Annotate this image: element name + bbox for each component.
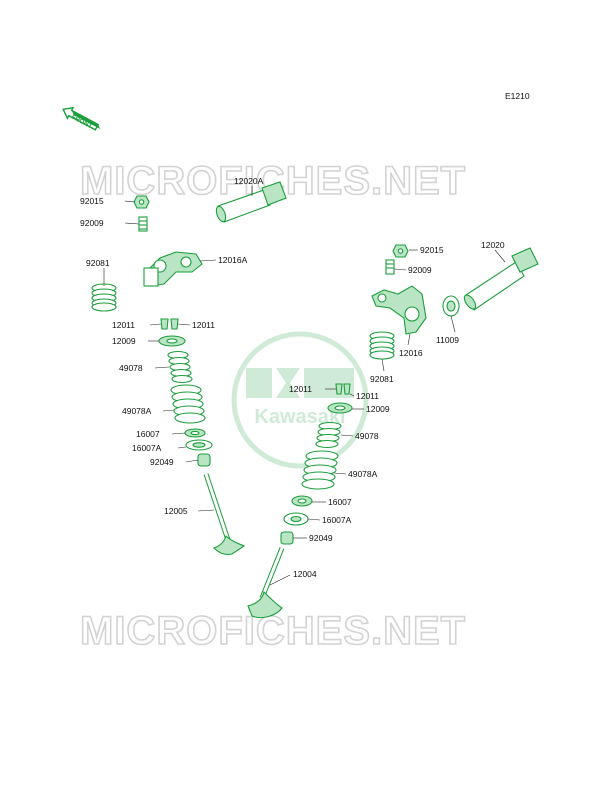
part-16007A-left-washer	[185, 439, 213, 451]
label-12011-left-a: 12011	[112, 320, 135, 330]
part-12011-right-keepers	[335, 383, 351, 395]
part-49078A-left-outer-spring	[170, 384, 206, 424]
part-92015-right-nut	[392, 244, 409, 258]
label-16007A-right: 16007A	[322, 515, 352, 525]
part-49078A-right-outer-spring	[301, 450, 339, 490]
label-12009-right: 12009	[366, 404, 390, 414]
label-92081-right: 92081	[370, 374, 394, 384]
part-92049-left-seal	[197, 453, 211, 467]
part-12009-right-retainer	[327, 402, 353, 414]
label-16007A-left: 16007A	[132, 443, 162, 453]
part-12016A-rocker-arm	[143, 251, 203, 287]
part-92081-left-spring	[91, 283, 117, 312]
part-92081-right-spring	[369, 331, 395, 360]
part-labels: 92015 92009 12020A 92081 12016A 12011 12…	[80, 176, 505, 579]
part-12020-rocker-shaft	[463, 247, 539, 311]
watermark-bottom: MICROFICHES.NET	[80, 609, 466, 653]
label-11009: 11009	[436, 335, 459, 345]
part-12009-left-retainer	[158, 335, 186, 347]
part-92009-right-screw	[385, 259, 395, 275]
part-12016-rocker-arm	[371, 285, 427, 335]
label-49078-left: 49078	[119, 363, 143, 373]
label-12011-right-b: 12011	[356, 391, 379, 401]
label-92081-left: 92081	[86, 258, 110, 268]
logo-text: Kawasaki	[254, 406, 345, 428]
label-12005: 12005	[164, 506, 188, 516]
diagram-code: E1210	[505, 91, 530, 101]
part-16007A-right-washer	[283, 512, 309, 526]
label-49078-right: 49078	[355, 431, 379, 441]
label-92049-right: 92049	[309, 533, 333, 543]
part-12004-valve	[247, 547, 285, 619]
label-49078A-right: 49078A	[348, 469, 378, 479]
label-12009-left: 12009	[112, 336, 136, 346]
label-12011-right-a: 12011	[289, 384, 312, 394]
part-12011-left-keepers	[160, 318, 179, 330]
part-16007-left-seat	[184, 428, 206, 438]
label-12020: 12020	[481, 240, 505, 250]
label-92015-right: 92015	[420, 245, 444, 255]
part-16007-right-seat	[291, 495, 313, 507]
label-12016A: 12016A	[218, 255, 248, 265]
part-92049-right-seal	[280, 531, 294, 545]
label-12020A: 12020A	[234, 176, 264, 186]
label-16007-left: 16007	[136, 429, 160, 439]
part-12005-valve	[203, 473, 246, 556]
part-12020A-rocker-shaft	[215, 181, 287, 223]
label-12011-left-b: 12011	[192, 320, 215, 330]
label-92049-left: 92049	[150, 457, 174, 467]
kawasaki-logo: Kawasaki	[231, 331, 369, 469]
label-92009-left: 92009	[80, 218, 104, 228]
label-92009-right: 92009	[408, 265, 432, 275]
part-11009-washer	[442, 295, 460, 317]
label-12016: 12016	[399, 348, 423, 358]
part-49078-left-inner-spring	[167, 350, 193, 384]
part-92015-left-nut	[133, 195, 150, 209]
label-49078A-left: 49078A	[122, 406, 152, 416]
label-92015-left: 92015	[80, 196, 104, 206]
part-92009-left-screw	[138, 216, 148, 232]
part-49078-right-inner-spring	[315, 421, 342, 449]
label-16007-right: 16007	[328, 497, 352, 507]
label-12004: 12004	[293, 569, 317, 579]
front-arrow-icon: FRONT	[62, 106, 101, 131]
leader-lines	[103, 186, 506, 586]
